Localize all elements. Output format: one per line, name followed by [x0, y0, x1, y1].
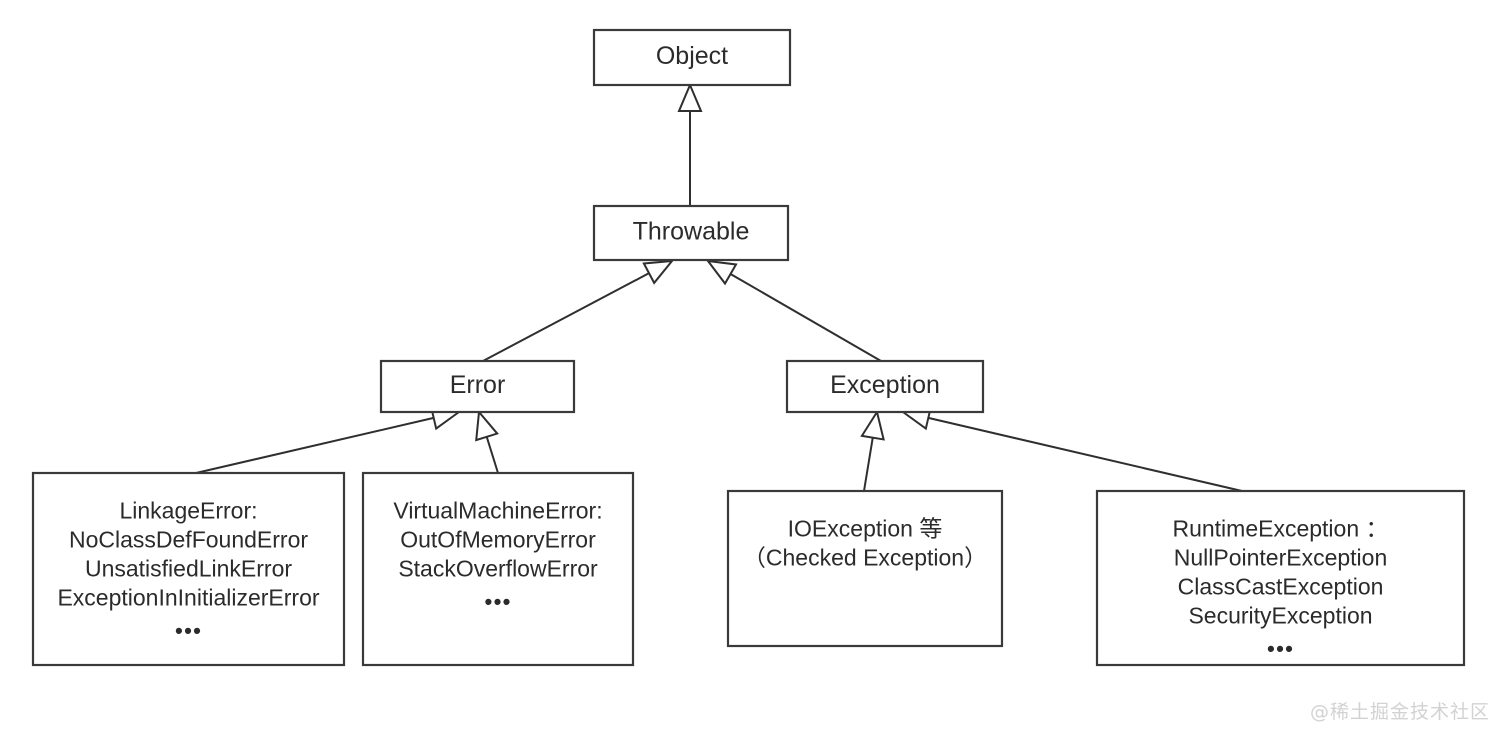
- node-label-line: SecurityException: [1188, 603, 1372, 629]
- node-ellipsis: •••: [175, 618, 202, 644]
- generalization-arrow: [860, 409, 885, 441]
- node-label-line: ExceptionInInitializerError: [57, 585, 319, 611]
- edge-line: [485, 436, 499, 474]
- edge-error-linkage: [195, 405, 462, 474]
- node-box[interactable]: [361, 471, 635, 667]
- edge-error-vm: [475, 409, 499, 474]
- node-ellipsis: •••: [1267, 636, 1294, 662]
- edge-line: [195, 416, 434, 474]
- generalization-arrow: [642, 259, 675, 285]
- edge-throwable-exception: [705, 259, 882, 362]
- node-ellipsis: •••: [484, 589, 511, 615]
- node-runtime-exception[interactable]: RuntimeException ： NullPointerExceptionCl…: [1095, 489, 1466, 667]
- generalization-arrow: [677, 82, 703, 112]
- node-object[interactable]: Object: [592, 28, 792, 87]
- edge-object-throwable: [677, 82, 703, 206]
- edges-layer: [195, 82, 1243, 492]
- node-label-line: Throwable: [633, 218, 750, 246]
- node-box[interactable]: [785, 359, 985, 414]
- edge-line: [482, 272, 650, 362]
- node-label-line: Object: [656, 42, 728, 70]
- node-label-line: ClassCastException: [1178, 574, 1384, 600]
- node-exception[interactable]: Exception: [785, 359, 985, 414]
- node-label-line: OutOfMemoryError: [400, 527, 596, 553]
- edge-throwable-error: [482, 259, 675, 362]
- node-label-line: LinkageError:: [119, 498, 257, 524]
- node-label-line: UnsatisfiedLinkError: [85, 556, 292, 582]
- generalization-arrow: [705, 259, 738, 286]
- node-box[interactable]: [1095, 489, 1466, 667]
- node-box[interactable]: [726, 489, 1004, 648]
- node-throwable[interactable]: Throwable: [592, 204, 790, 262]
- generalization-arrow: [475, 409, 499, 442]
- node-label-line: IOException 等: [788, 516, 943, 542]
- node-box[interactable]: [592, 28, 792, 87]
- node-label-line: RuntimeException ：: [1172, 516, 1388, 542]
- edge-line: [730, 273, 882, 362]
- node-label-line: （Checked Exception）: [743, 545, 987, 571]
- edge-line: [863, 437, 874, 492]
- node-label-line: NoClassDefFoundError: [69, 527, 308, 553]
- edge-exception-io: [860, 409, 885, 492]
- node-label-line: StackOverflowError: [398, 556, 598, 582]
- node-label-line: Error: [450, 371, 506, 399]
- watermark: @稀土掘金技术社区: [1309, 701, 1490, 723]
- edge-exception-runtime: [900, 405, 1243, 492]
- node-error[interactable]: Error: [379, 359, 576, 414]
- node-label-line: VirtualMachineError:: [393, 498, 602, 524]
- node-label-line: Exception: [830, 371, 940, 399]
- node-virtual-machine-error[interactable]: VirtualMachineError: OutOfMemoryErrorStac…: [361, 471, 635, 667]
- edge-line: [928, 416, 1243, 492]
- node-io-exception[interactable]: IOException 等 （Checked Exception）: [726, 489, 1004, 648]
- node-linkage-error[interactable]: LinkageError: NoClassDefFoundErrorUnsatis…: [31, 471, 346, 667]
- node-box[interactable]: [31, 471, 346, 667]
- node-box[interactable]: [379, 359, 576, 414]
- node-box[interactable]: [592, 204, 790, 262]
- node-label-line: NullPointerException: [1174, 545, 1388, 571]
